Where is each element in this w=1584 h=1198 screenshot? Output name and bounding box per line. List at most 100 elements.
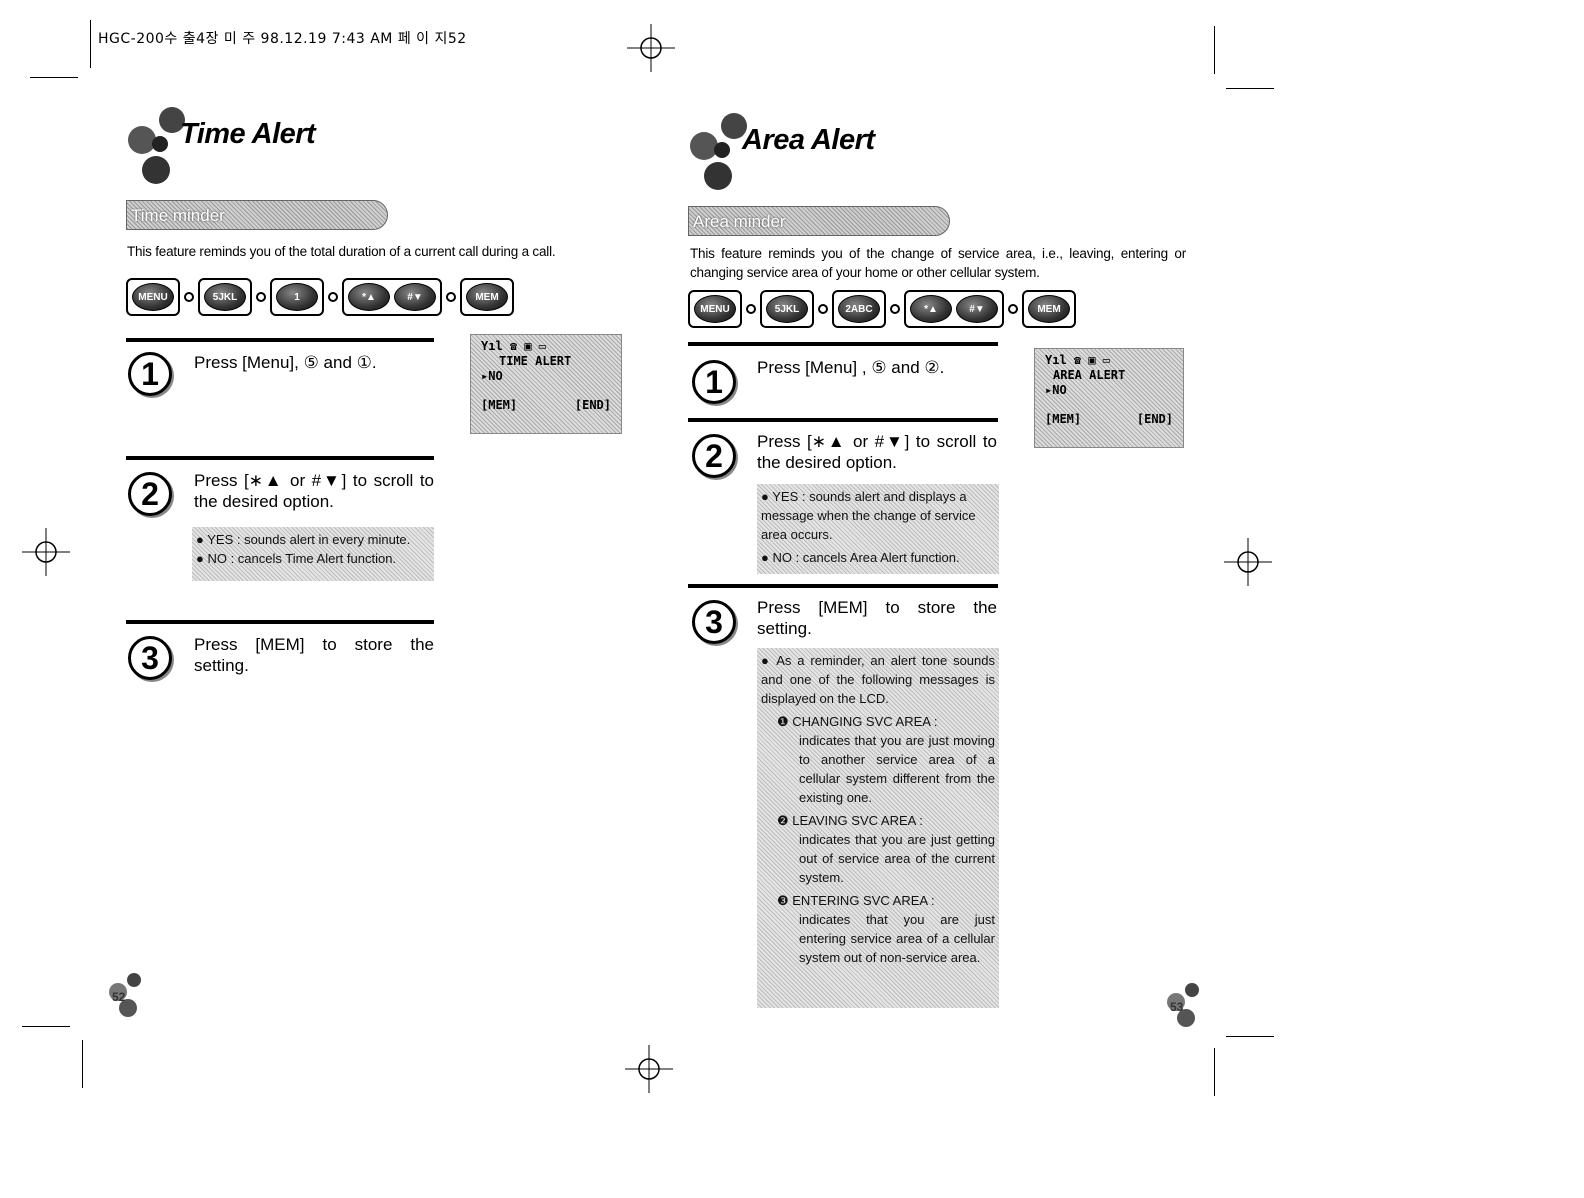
clover-icon: [690, 113, 747, 190]
step-divider: [688, 418, 998, 422]
key-sequence: MENU 5JKL 2ABC *▲#▼ MEM: [688, 290, 1076, 328]
connector-icon: [890, 304, 900, 314]
step-divider: [126, 338, 434, 342]
crop-mark: [30, 77, 78, 78]
page-number: 53: [1170, 1000, 1184, 1014]
mem-key: MEM: [466, 283, 508, 311]
note-box: ● YES : sounds alert in every minute. ● …: [192, 527, 434, 581]
key-box-mem: MEM: [460, 278, 514, 316]
lcd-line-2: ▸NO: [1045, 383, 1067, 397]
note-box: ● As a reminder, an alert tone sounds an…: [757, 648, 999, 1008]
lcd-soft-right: [END]: [574, 398, 611, 412]
crop-mark: [22, 1026, 70, 1027]
key-box-scroll: *▲#▼: [904, 290, 1004, 328]
registration-mark-icon: [625, 1045, 673, 1093]
page-title: Time Alert: [180, 118, 316, 150]
lcd-soft-left: [MEM]: [481, 398, 518, 412]
connector-icon: [184, 292, 194, 302]
key-5: 5JKL: [204, 283, 246, 311]
key-box-5: 5JKL: [198, 278, 252, 316]
intro-text: This feature reminds you of the total du…: [127, 244, 556, 259]
key-box-mem: MEM: [1022, 290, 1076, 328]
lcd-display: Yıl ☎ ▣ ▭ TIME ALERT ▸NO [MEM] [END]: [470, 334, 622, 434]
registration-mark-icon: [1224, 538, 1272, 586]
lcd-soft-left: [MEM]: [1045, 412, 1082, 426]
key-sequence: MENU 5JKL 1 *▲#▼ MEM: [126, 278, 514, 316]
lcd-soft-right: [END]: [1136, 412, 1173, 426]
menu-key: MENU: [694, 295, 736, 323]
step-divider: [126, 620, 434, 624]
note-item: ● NO : cancels Area Alert function.: [761, 550, 960, 565]
note-item-label: ❸ ENTERING SVC AREA :: [777, 893, 935, 908]
note-box: ● YES : sounds alert and displays a mess…: [757, 484, 999, 574]
key-5: 5JKL: [766, 295, 808, 323]
step-text: Press [Menu] , ⑤ and ②.: [757, 358, 945, 377]
key-box-scroll: *▲#▼: [342, 278, 442, 316]
note-item-text: indicates that you are just entering ser…: [799, 912, 995, 965]
step-divider: [688, 584, 998, 588]
intro-text: This feature reminds you of the change o…: [690, 246, 1186, 280]
lcd-status-icons: Yıl ☎ ▣ ▭: [481, 339, 547, 353]
step-divider: [688, 342, 998, 346]
step-text: Press [∗▲ or #▼] to scroll to the desire…: [194, 471, 434, 511]
step-number: 3: [128, 636, 172, 680]
step-text: Press [Menu], ⑤ and ①.: [194, 353, 377, 372]
crop-mark: [1214, 26, 1215, 74]
crop-mark: [1214, 1048, 1215, 1096]
key-box-5: 5JKL: [760, 290, 814, 328]
connector-icon: [1008, 304, 1018, 314]
lcd-line-1: AREA ALERT: [1053, 368, 1126, 382]
connector-icon: [446, 292, 456, 302]
crop-mark: [82, 1040, 83, 1088]
page-number: 52: [112, 990, 126, 1004]
pound-down-key: #▼: [394, 283, 436, 311]
lcd-display: Yıl ☎ ▣ ▭ AREA ALERT ▸NO [MEM] [END]: [1034, 348, 1184, 448]
key-box-2: 2ABC: [832, 290, 886, 328]
note-item-text: indicates that you are just moving to an…: [799, 733, 995, 805]
lcd-line-1: TIME ALERT: [499, 354, 572, 368]
lcd-line-2: ▸NO: [481, 369, 503, 383]
menu-key: MENU: [132, 283, 174, 311]
step-number: 2: [692, 434, 736, 478]
crop-mark: [1226, 88, 1274, 89]
step-number: 1: [128, 352, 172, 396]
section-banner: Time minder: [126, 200, 388, 230]
connector-icon: [328, 292, 338, 302]
step-number: 3: [692, 600, 736, 644]
star-up-key: *▲: [910, 295, 952, 323]
crop-mark: [1226, 1036, 1274, 1037]
connector-icon: [256, 292, 266, 302]
connector-icon: [746, 304, 756, 314]
note-item: ● YES : sounds alert in every minute.: [196, 532, 411, 547]
note-item: ● YES : sounds alert and displays a mess…: [761, 489, 976, 542]
clover-icon: [128, 107, 185, 184]
step-text: Press [∗▲ or #▼] to scroll to the desire…: [757, 432, 997, 472]
print-header: HGC-200수 출4장 미 주 98.12.19 7:43 AM 페 이 지5…: [98, 31, 467, 47]
clover-icon: [109, 973, 141, 1017]
note-item-label: ❶ CHANGING SVC AREA :: [777, 714, 938, 729]
step-number: 2: [128, 472, 172, 516]
note-item: ● NO : cancels Time Alert function.: [196, 551, 397, 566]
lcd-status-icons: Yıl ☎ ▣ ▭: [1045, 353, 1111, 367]
registration-mark-icon: [627, 24, 675, 72]
step-number: 1: [692, 360, 736, 404]
step-text: Press [MEM] to store the setting.: [757, 598, 997, 638]
step-text: Press [MEM] to store the setting.: [194, 635, 434, 675]
connector-icon: [818, 304, 828, 314]
registration-mark-icon: [22, 528, 70, 576]
note-item: ● As a reminder, an alert tone sounds an…: [761, 653, 995, 706]
page-title: Area Alert: [742, 124, 875, 156]
key-2: 2ABC: [838, 295, 880, 323]
key-1: 1: [276, 283, 318, 311]
note-item-label: ❷ LEAVING SVC AREA :: [777, 813, 923, 828]
step-divider: [126, 456, 434, 460]
mem-key: MEM: [1028, 295, 1070, 323]
star-up-key: *▲: [348, 283, 390, 311]
key-box-1: 1: [270, 278, 324, 316]
crop-mark: [90, 20, 91, 68]
section-banner: Area minder: [688, 206, 950, 236]
key-box-menu: MENU: [126, 278, 180, 316]
note-item-text: indicates that you are just getting out …: [799, 832, 995, 885]
pound-down-key: #▼: [956, 295, 998, 323]
key-box-menu: MENU: [688, 290, 742, 328]
